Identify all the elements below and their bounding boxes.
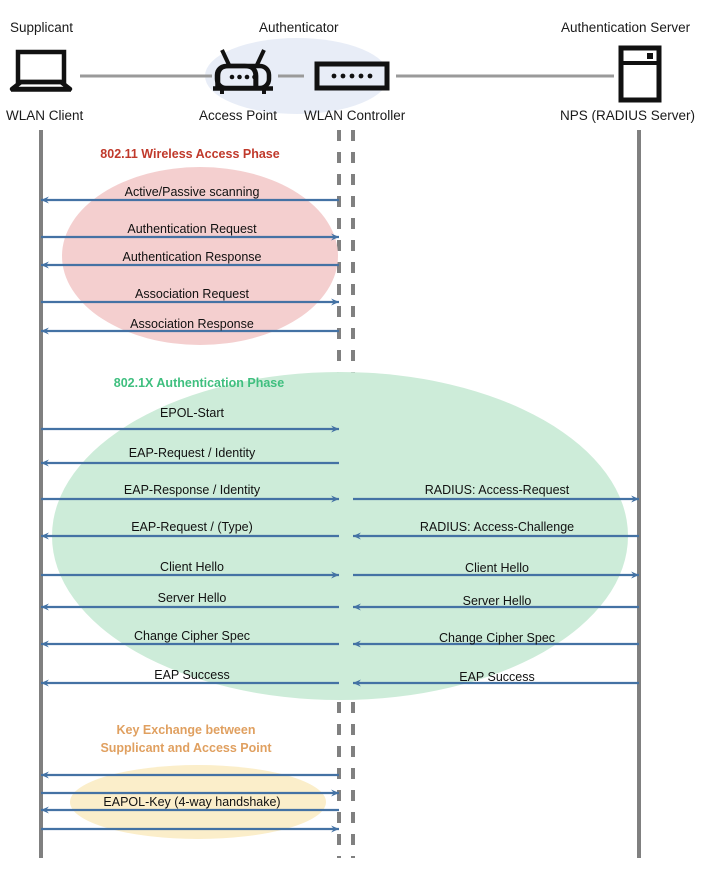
messages-left-label: Authentication Request <box>127 222 257 236</box>
messages-right-label: EAP Success <box>459 670 535 684</box>
phase-ellipse-keyexchange <box>70 765 326 839</box>
phase-ellipse-80211 <box>62 167 338 345</box>
messages-left-label: Server Hello <box>157 591 227 605</box>
laptop-icon <box>9 49 73 92</box>
phase-keyexchange-line1: Key Exchange between <box>116 723 256 737</box>
messages-right-label: Client Hello <box>465 561 529 575</box>
messages-left-label: EAP-Response / Identity <box>123 483 261 497</box>
phase-ellipse-8021x <box>52 372 628 700</box>
messages-left-label: EAP-Request / Identity <box>128 446 256 460</box>
actor-role-authentication-server: Authentication Server <box>561 20 691 35</box>
phase-label-80211: 802.11 Wireless Access Phase <box>100 147 280 161</box>
server-rack-icon <box>618 45 662 103</box>
messages-left-label: Active/Passive scanning <box>124 185 260 199</box>
messages-left-label: Client Hello <box>160 560 224 574</box>
messages-left-label: Association Response <box>130 317 254 331</box>
arrow-group-right <box>352 495 640 687</box>
messages-left-label: Change Cipher Spec <box>133 629 251 643</box>
messages-right-label: Change Cipher Spec <box>438 631 556 645</box>
phase-label-keyexchange: Key Exchange between Supplicant and Acce… <box>66 721 306 757</box>
messages-right-label: Server Hello <box>462 594 532 608</box>
actor-role-supplicant: Supplicant <box>10 20 74 35</box>
messages-left-label: EAP Success <box>154 668 230 682</box>
actor-name-wlan-client: WLAN Client <box>6 108 84 123</box>
phase-keyexchange-line2: Supplicant and Access Point <box>100 741 272 756</box>
wlan-controller-icon <box>314 61 390 91</box>
messages-left-label: Association Request <box>135 287 249 301</box>
phase-label-8021x: 802.1X Authentication Phase <box>113 376 285 390</box>
messages-left-label: EPOL-Start <box>160 406 224 420</box>
actor-name-access-point: Access Point <box>199 108 278 123</box>
wireless-router-icon <box>213 49 273 94</box>
actor-role-authenticator: Authenticator <box>259 20 339 35</box>
messages-right-label: RADIUS: Access-Request <box>424 483 570 497</box>
messages-left-label: EAPOL-Key (4-way handshake) <box>103 795 281 809</box>
arrow-group-left <box>40 196 340 833</box>
actor-name-wlan-controller: WLAN Controller <box>304 108 406 123</box>
messages-left-label: EAP-Request / (Type) <box>131 520 253 534</box>
messages-left-label: Authentication Response <box>122 250 262 264</box>
messages-right-label: RADIUS: Access-Challenge <box>419 520 575 534</box>
actor-name-nps-radius-server: NPS (RADIUS Server) <box>560 108 696 123</box>
